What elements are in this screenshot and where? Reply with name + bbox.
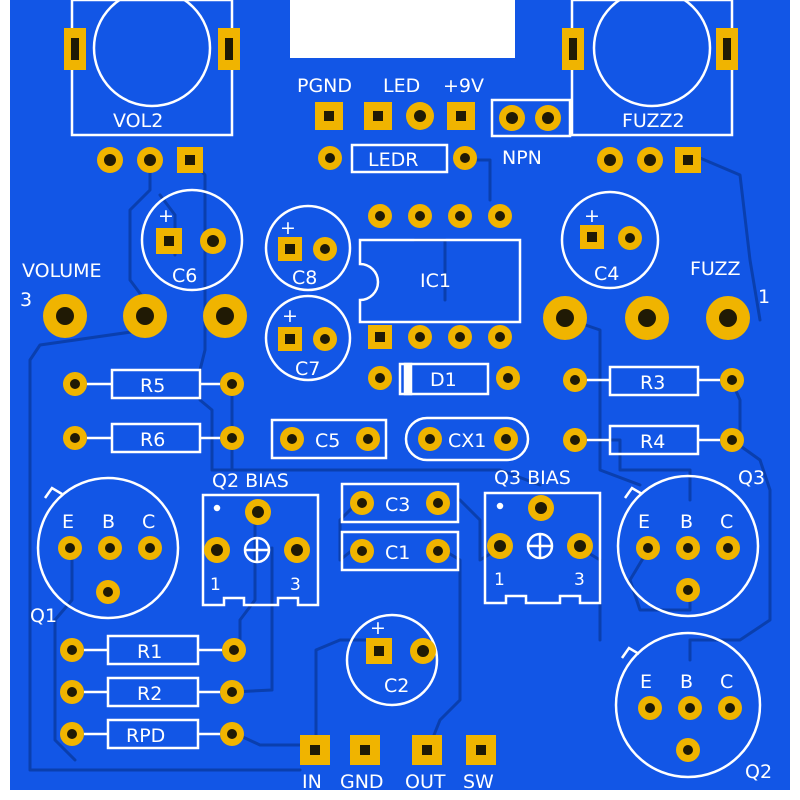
label-d1: D1 xyxy=(430,369,457,391)
label-plus9v: +9V xyxy=(443,75,484,97)
c8-polarity: + xyxy=(280,217,296,239)
q3-bias-pin3: 3 xyxy=(574,570,585,590)
label-in: IN xyxy=(302,771,322,793)
label-vol2: VOL2 xyxy=(113,110,163,132)
volume-pot-pads: VOLUME 3 xyxy=(20,260,247,338)
resistor-r4: R4 xyxy=(563,424,744,456)
label-cx1: CX1 xyxy=(448,430,486,452)
label-c2: C2 xyxy=(384,675,409,697)
label-q2-bias: Q2 BIAS xyxy=(212,470,289,492)
trimmer-q3-bias: Q3 BIAS 1 3 xyxy=(483,467,602,605)
resistor-r5: R5 xyxy=(63,368,244,400)
label-r2: R2 xyxy=(137,683,162,705)
capacitor-c2: + C2 xyxy=(345,613,439,707)
q2-bias-pin3: 3 xyxy=(290,575,301,595)
pot-vol2-pins xyxy=(97,147,203,173)
label-q3: Q3 xyxy=(738,467,765,489)
label-r6: R6 xyxy=(140,429,165,451)
label-c6: C6 xyxy=(172,265,197,287)
capacitor-c7: + C7 xyxy=(264,294,352,382)
resistor-rpd: RPD xyxy=(60,718,244,750)
label-fuzz2: FUZZ2 xyxy=(622,110,685,132)
label-q3-bias: Q3 BIAS xyxy=(494,467,571,489)
pot-fuzz2: FUZZ2 xyxy=(562,0,738,137)
io-header: IN GND OUT SW xyxy=(300,735,496,793)
label-ic1: IC1 xyxy=(420,270,451,292)
label-npn: NPN xyxy=(502,147,542,169)
label-pgnd: PGND xyxy=(297,75,352,97)
label-fuzz-pin: 1 xyxy=(758,286,770,308)
resistor-ledr: LEDR xyxy=(318,143,477,174)
label-gnd: GND xyxy=(340,771,384,793)
label-out: OUT xyxy=(405,771,446,793)
trimmer-q2-bias: Q2 BIAS 1 3 xyxy=(201,470,320,607)
label-volume: VOLUME xyxy=(22,260,102,282)
q1-pin-c: C xyxy=(142,511,155,533)
label-c8: C8 xyxy=(292,267,317,289)
label-c5: C5 xyxy=(315,430,340,452)
label-c1: C1 xyxy=(385,542,410,564)
label-r3: R3 xyxy=(640,372,665,394)
q3-pin-b: B xyxy=(680,511,693,533)
diode-d1: D1 xyxy=(368,362,520,396)
fuzz-pot-pads: FUZZ 1 xyxy=(543,258,770,340)
capacitor-c4: + C4 xyxy=(560,190,660,290)
pot-fuzz2-pins xyxy=(597,147,701,173)
label-r4: R4 xyxy=(640,431,665,453)
label-led: LED xyxy=(383,75,420,97)
power-header: PGND LED +9V xyxy=(297,75,484,130)
q2-pin-c: C xyxy=(720,671,733,693)
q2-pin-b: B xyxy=(680,671,693,693)
label-q1: Q1 xyxy=(30,605,57,627)
resistor-r2: R2 xyxy=(60,676,244,708)
label-r5: R5 xyxy=(140,375,165,397)
capacitor-cx1: CX1 xyxy=(404,416,530,462)
q2-pin-e: E xyxy=(640,671,652,693)
label-fuzz: FUZZ xyxy=(690,258,741,280)
c2-polarity: + xyxy=(370,617,386,639)
ic1: IC1 xyxy=(358,204,522,349)
label-c3: C3 xyxy=(385,494,410,516)
transistor-q2: E B C Q2 xyxy=(614,631,772,783)
resistor-r3: R3 xyxy=(563,365,744,397)
capacitor-c3: C3 xyxy=(340,482,460,524)
resistor-r1: R1 xyxy=(60,634,246,666)
q2-bias-pin1: 1 xyxy=(210,575,221,595)
q3-pin-c: C xyxy=(720,511,733,533)
q1-pin-b: B xyxy=(102,511,115,533)
q3-bias-pin1: 1 xyxy=(494,570,505,590)
c7-polarity: + xyxy=(282,305,298,327)
transistor-q3: Q3 E B C xyxy=(616,467,765,618)
q1-pin-e: E xyxy=(62,511,74,533)
q3-pin-e: E xyxy=(638,511,650,533)
capacitor-c1: C1 xyxy=(340,530,460,572)
c6-polarity: + xyxy=(158,205,174,227)
capacitor-c6: + C6 xyxy=(140,188,244,292)
capacitor-c8: + C8 xyxy=(264,204,352,292)
label-ledr: LEDR xyxy=(368,149,418,171)
transistor-q1: E B C Q1 xyxy=(30,476,180,627)
npn-header: NPN xyxy=(490,98,572,169)
pot-vol2: VOL2 xyxy=(64,0,240,137)
label-c7: C7 xyxy=(295,358,320,380)
c4-polarity: + xyxy=(584,205,600,227)
label-volume-pin: 3 xyxy=(20,289,32,311)
resistor-r6: R6 xyxy=(63,422,244,454)
label-sw: SW xyxy=(463,771,494,793)
label-q2: Q2 xyxy=(745,761,772,783)
label-c4: C4 xyxy=(594,263,619,285)
label-rpd: RPD xyxy=(126,725,165,747)
label-r1: R1 xyxy=(137,641,162,663)
capacitor-c5: C5 xyxy=(270,418,388,460)
